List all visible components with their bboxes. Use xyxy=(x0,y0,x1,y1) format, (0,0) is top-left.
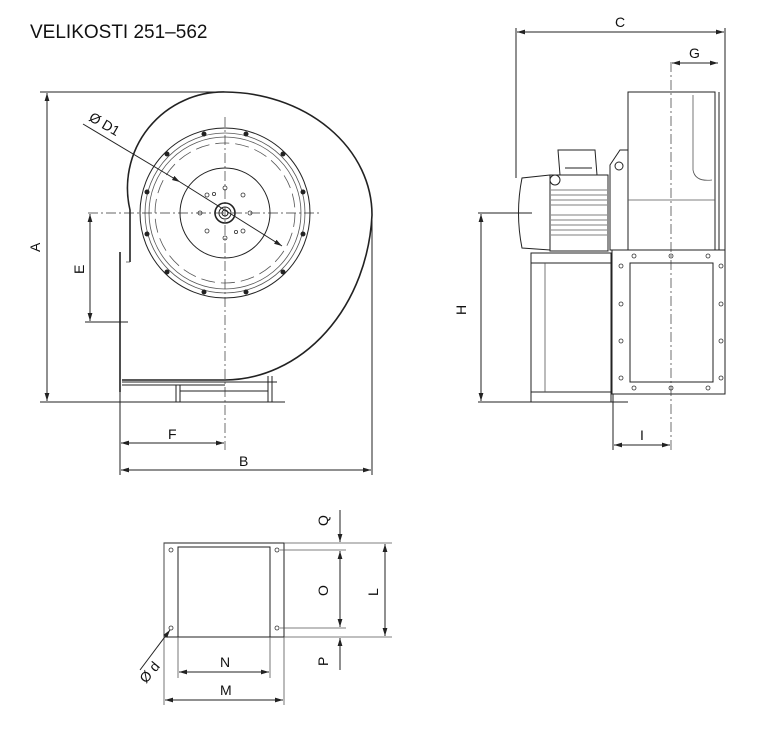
side-view: C G H I xyxy=(453,14,726,450)
outlet-flange xyxy=(611,249,726,395)
base xyxy=(122,376,285,403)
flange-opening xyxy=(177,546,271,638)
motor-fan-cover xyxy=(518,174,551,251)
motor-body xyxy=(549,174,609,252)
dimension-b-label: B xyxy=(239,453,248,469)
front-view: Ø D1 A E F B xyxy=(27,91,373,475)
bolt-holes xyxy=(144,131,306,295)
dimension-q-label: Q xyxy=(315,515,331,526)
pedestal xyxy=(530,252,612,403)
dimension-c-label: C xyxy=(615,14,625,30)
dimension-n-label: N xyxy=(220,654,230,670)
lifting-eye xyxy=(549,174,561,186)
dimension-a-label: A xyxy=(27,242,43,252)
dimension-o-label: O xyxy=(315,585,331,596)
terminal-box xyxy=(557,149,598,176)
dimension-p-label: P xyxy=(315,657,331,666)
dimension-d1-label: Ø D1 xyxy=(87,109,123,139)
dimension-l-label: L xyxy=(365,588,381,596)
dimension-i-label: I xyxy=(640,427,644,443)
fan-housing xyxy=(627,91,716,251)
drawing-title: VELIKOSTI 251–562 xyxy=(30,22,208,43)
flange-detail: N M L O Q P Ø d xyxy=(136,510,392,705)
dimension-f-label: F xyxy=(168,426,177,442)
dimension-h-label: H xyxy=(453,305,469,315)
flange-outer xyxy=(163,542,285,638)
dimension-d-label: Ø d xyxy=(136,658,163,686)
dimension-e-label: E xyxy=(71,265,87,274)
scroll-housing xyxy=(122,91,373,381)
dimension-g-label: G xyxy=(689,45,700,61)
dimension-m-label: M xyxy=(220,682,232,698)
